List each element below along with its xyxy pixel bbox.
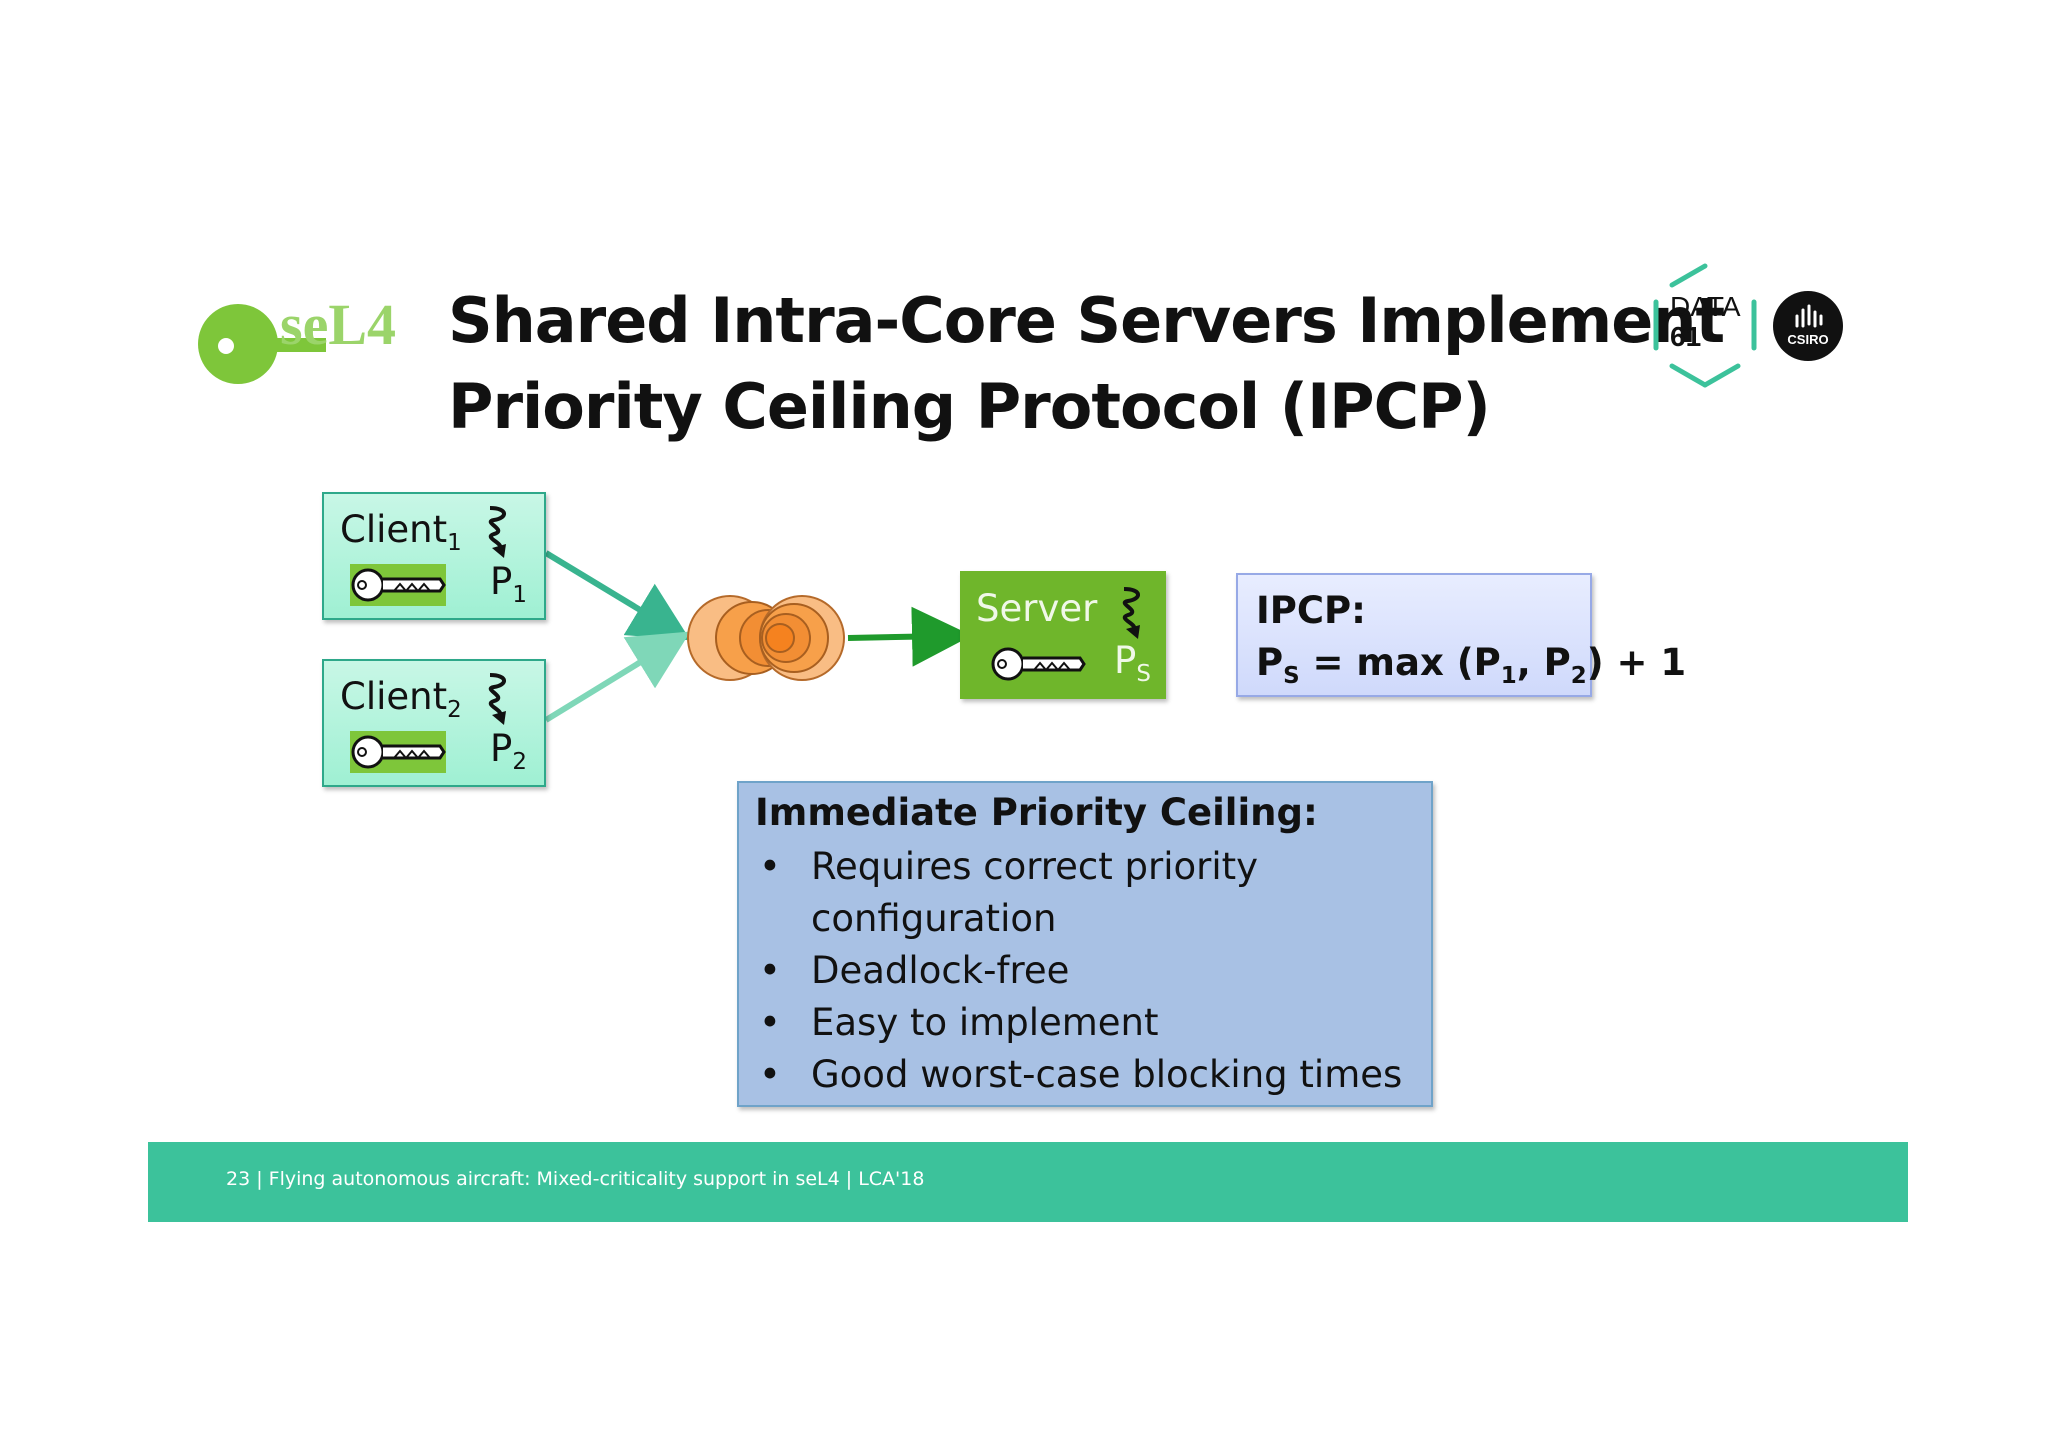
- key-badge: [350, 731, 446, 773]
- footer-text: 23 | Flying autonomous aircraft: Mixed-c…: [226, 1168, 925, 1190]
- client1-box: Client1 P1: [322, 492, 546, 620]
- arrow-client2-to-endpoint: [544, 631, 691, 723]
- data61-logo-line-2: 61: [1670, 321, 1701, 352]
- thread-icon: [488, 506, 506, 558]
- sel4-logo: seL4: [198, 292, 396, 384]
- ipcp-heading: IPCP:: [1256, 589, 1366, 632]
- list-item: Easy to implement: [755, 997, 1425, 1049]
- csiro-logo-text: CSIRO: [1787, 332, 1828, 347]
- key-icon: [351, 735, 446, 769]
- ipcp-formula: PS = max (P1, P2) + 1: [1256, 641, 1687, 690]
- thread-icon: [1122, 587, 1140, 639]
- csiro-logo: CSIRO: [1773, 291, 1843, 361]
- list-item: Requires correct priority configuration: [755, 841, 1425, 945]
- client2-box: Client2 P2: [322, 659, 546, 787]
- arrow-endpoint-to-server: [847, 606, 972, 667]
- thread-icon: [488, 673, 506, 725]
- immediate-list: Requires correct priority configuration …: [755, 841, 1425, 1101]
- arrow-client1-to-endpoint: [544, 550, 691, 641]
- ipcp-formula-box: IPCP: PS = max (P1, P2) + 1: [1236, 573, 1686, 697]
- key-icon: [351, 568, 446, 602]
- client1-priority: P1: [490, 560, 527, 609]
- slide-title-line-1: Shared Intra-Core Servers Implement: [448, 284, 1725, 357]
- data61-logo: DATA 61: [1653, 263, 1757, 388]
- sel4-logo-text: seL4: [280, 292, 396, 357]
- server-label: Server: [976, 587, 1098, 630]
- immediate-heading: Immediate Priority Ceiling:: [755, 791, 1318, 834]
- list-item: Good worst-case blocking times: [755, 1049, 1425, 1101]
- key-badge: [350, 564, 446, 606]
- client1-label: Client1: [340, 508, 462, 557]
- endpoint-icon: [687, 595, 845, 681]
- slide-title: Shared Intra-Core Servers Implement Prio…: [448, 278, 1725, 450]
- client2-priority: P2: [490, 727, 527, 776]
- footer-bar: 23 | Flying autonomous aircraft: Mixed-c…: [148, 1142, 1908, 1222]
- immediate-priority-ceiling-box: Immediate Priority Ceiling: Requires cor…: [737, 781, 1433, 1107]
- server-box: Server PS: [960, 571, 1166, 699]
- key-icon: [991, 647, 1086, 681]
- client2-label: Client2: [340, 675, 462, 724]
- server-priority: PS: [1114, 639, 1151, 688]
- list-item: Deadlock-free: [755, 945, 1425, 997]
- data61-logo-line-1: DATA: [1670, 291, 1741, 322]
- slide-title-line-2: Priority Ceiling Protocol (IPCP): [448, 370, 1491, 443]
